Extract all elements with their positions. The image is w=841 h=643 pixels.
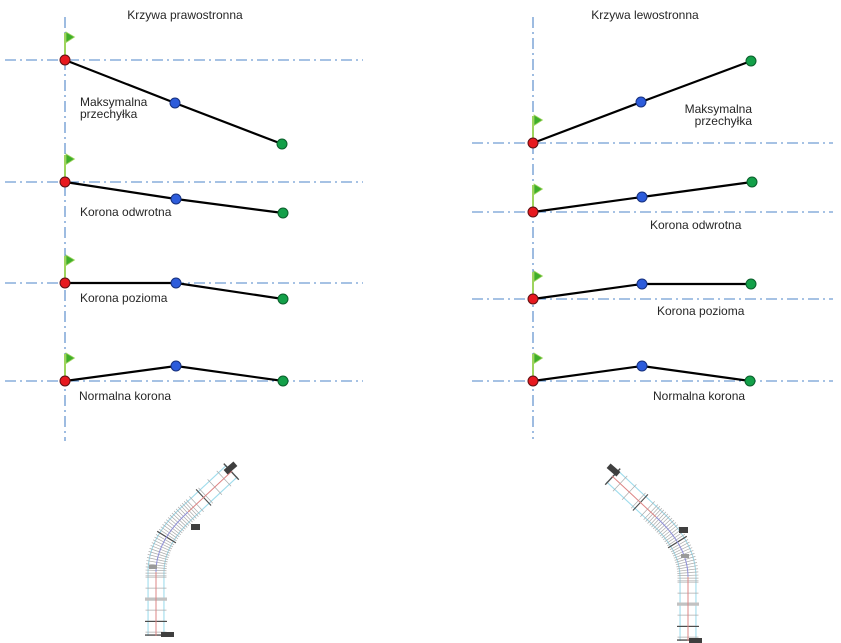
mid-grip-point: [635, 96, 647, 108]
panel-title-right-curve: Krzywa prawostronna: [127, 8, 243, 22]
mid-grip-point: [169, 97, 181, 109]
corridor-centerline: [611, 475, 657, 518]
end-grip-point: [276, 138, 288, 150]
mid-grip-point: [636, 360, 648, 372]
mid-grip-point: [636, 191, 648, 203]
station-label-mark: [689, 638, 702, 643]
start-grip-point: [59, 176, 71, 188]
corridor-band-edges: [147, 464, 238, 636]
station-flag-icon: [533, 114, 544, 127]
row-label-normal-crown-left: Normalna korona: [653, 389, 746, 403]
start-grip-point: [527, 137, 539, 149]
end-grip-point: [745, 278, 757, 290]
row-label-level-crown-right: Korona pozioma: [80, 291, 168, 305]
start-grip-point: [527, 375, 539, 387]
station-flag-icon: [65, 254, 76, 267]
end-grip-point: [277, 207, 289, 219]
station-flag-icon: [533, 352, 544, 365]
station-label-mark: [679, 527, 688, 533]
station-flag-icon: [65, 352, 76, 365]
start-grip-point: [527, 293, 539, 305]
station-flag-icon: [65, 153, 76, 166]
station-label-mark: [161, 632, 174, 637]
station-flag-icon: [65, 31, 76, 44]
row-label-level-crown-left: Korona pozioma: [657, 304, 745, 318]
mid-grip-point: [170, 277, 182, 289]
station-flag-icon: [533, 270, 544, 283]
end-grip-point: [744, 375, 756, 387]
mid-grip-point: [636, 278, 648, 290]
station-flag-icon: [533, 183, 544, 196]
end-grip-point: [746, 176, 758, 188]
panel-title-left-curve: Krzywa lewostronna: [591, 8, 699, 22]
end-grip-point: [277, 293, 289, 305]
row-label-max-superelevation-right: Maksymalna przechyłka: [80, 95, 148, 121]
mid-grip-point: [170, 193, 182, 205]
row-label-reverse-crown-right: Korona odwrotna: [80, 205, 172, 219]
row-label-normal-crown-right: Normalna korona: [79, 389, 172, 403]
corridor-centerline: [655, 516, 689, 578]
row-label-reverse-crown-left: Korona odwrotna: [650, 218, 742, 232]
start-grip-point: [59, 277, 71, 289]
end-grip-point: [745, 55, 757, 67]
corridor-centerline: [187, 470, 233, 513]
start-grip-point: [59, 54, 71, 66]
mid-grip-point: [170, 360, 182, 372]
end-grip-point: [277, 375, 289, 387]
corridor-band-edges: [606, 469, 697, 641]
row-label-max-superelevation-left: Maksymalna przechyłka: [684, 102, 752, 128]
station-label-mark: [681, 554, 689, 558]
station-label-mark: [149, 565, 157, 569]
start-grip-point: [59, 375, 71, 387]
station-label-mark: [223, 461, 238, 475]
station-label-mark: [191, 524, 200, 530]
start-grip-point: [527, 206, 539, 218]
station-label-mark: [606, 463, 621, 477]
